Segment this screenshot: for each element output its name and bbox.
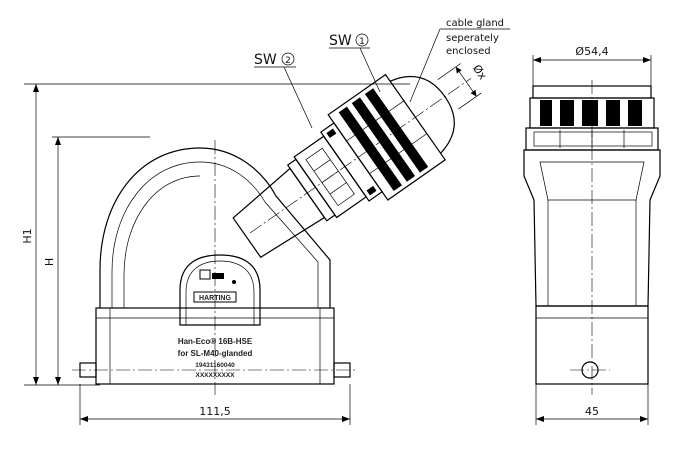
cable-gland-label-2: seperately (446, 33, 499, 44)
callout-sw2: SW 2 (254, 52, 313, 129)
side-view (523, 80, 661, 395)
callout-sw1: SW 1 (329, 33, 381, 93)
callout-cable-gland: cable gland seperately enclosed (409, 18, 510, 103)
dimension-h1: H1 (21, 83, 410, 386)
sw2-label: SW (254, 52, 277, 68)
plate-line-4: XXXXXXXXX (195, 372, 235, 379)
plate-line-2: for SL-M40-glanded (178, 349, 253, 358)
dimension-h1-label: H1 (21, 228, 34, 243)
dimension-h: H (43, 136, 150, 385)
front-view: HARTING Han-Eco® 16B-HSE for SL-M40-glan… (72, 140, 358, 395)
cable-diameter-label: Øx (470, 62, 490, 82)
plate-line-3: 19431160040 (195, 362, 235, 369)
dimension-width-front: 111,5 (79, 384, 351, 425)
dimension-diameter-top: Ø54,4 (532, 45, 652, 90)
angled-cable-gland: Øx (232, 62, 490, 259)
dimension-width-front-label: 111,5 (199, 405, 231, 418)
sw1-label: SW (329, 33, 352, 49)
dimension-width-side: 45 (535, 384, 649, 425)
dimension-diameter-top-label: Ø54,4 (575, 45, 608, 58)
cable-gland-label-3: enclosed (446, 46, 491, 57)
plate-line-1: Han-Eco® 16B-HSE (178, 337, 253, 346)
sw1-number: 1 (359, 37, 365, 47)
dimension-h-label: H (43, 258, 56, 266)
cable-gland-label-1: cable gland (446, 18, 504, 29)
dimension-width-side-label: 45 (585, 405, 599, 418)
sw2-number: 2 (285, 56, 291, 66)
